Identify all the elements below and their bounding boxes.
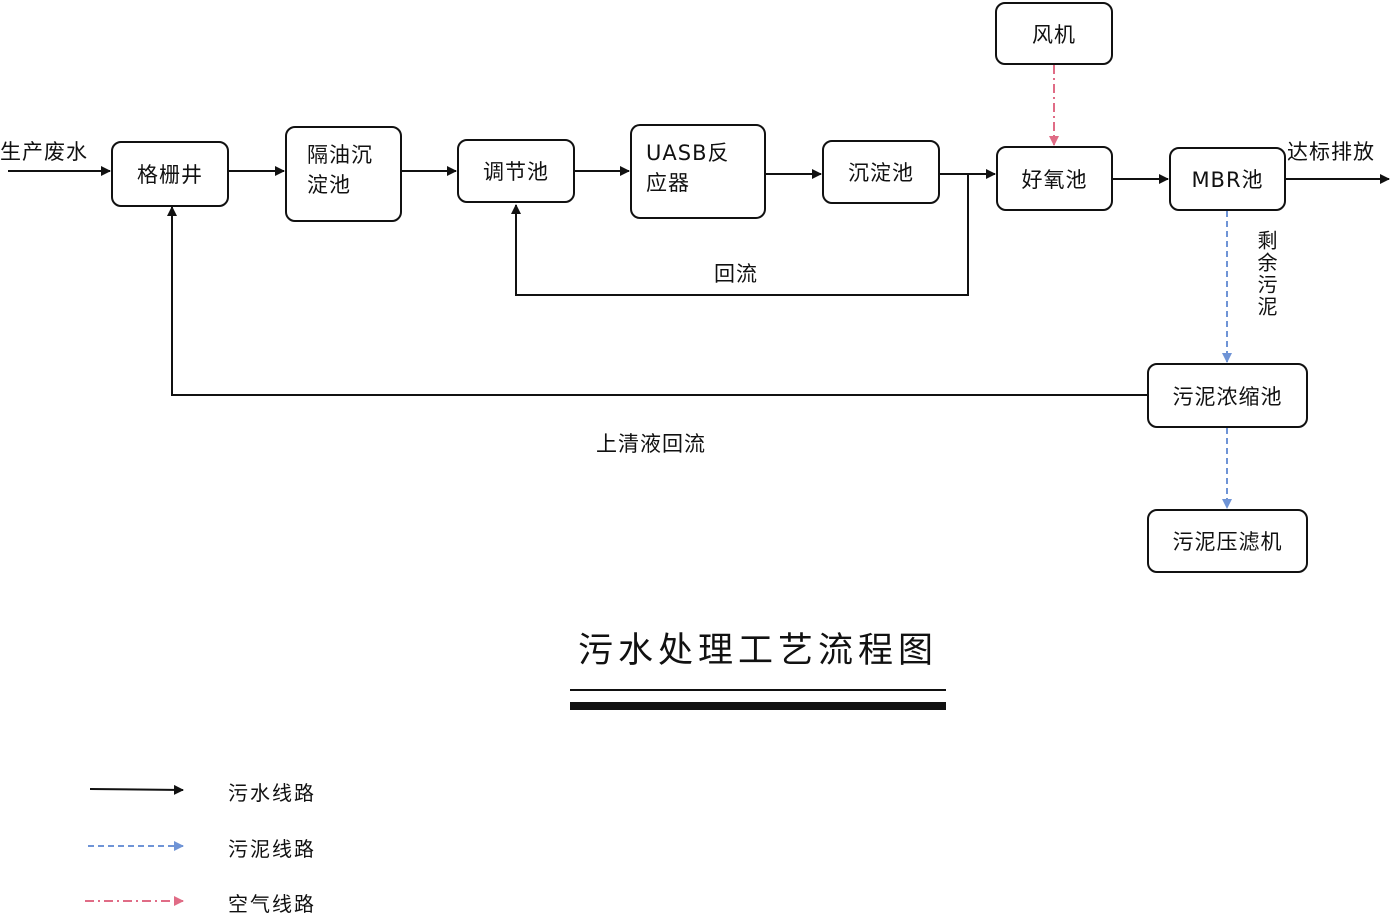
- node-fengji-label: 风机: [1032, 22, 1076, 47]
- legend-air-label: 空气线路: [228, 892, 316, 916]
- legend-sludge-label: 污泥线路: [228, 837, 316, 861]
- node-nongsuo-label: 污泥浓缩池: [1172, 384, 1283, 409]
- node-fengji: 风机: [995, 2, 1113, 65]
- node-yalv: 污泥压滤机: [1147, 509, 1308, 573]
- title-underline: [570, 689, 946, 710]
- node-chendian: 沉淀池: [822, 140, 940, 204]
- reflux-line: [511, 174, 969, 296]
- node-uasb: UASB反应器: [630, 124, 766, 219]
- output-label: 达标排放: [1287, 140, 1375, 164]
- supernatant-reflux-label: 上清液回流: [596, 432, 706, 456]
- node-geyou: 隔油沉淀池: [285, 126, 402, 222]
- node-tiaojie: 调节池: [457, 139, 575, 203]
- node-haoyang: 好氧池: [996, 146, 1113, 211]
- node-nongsuo: 污泥浓缩池: [1147, 363, 1308, 428]
- legend-sewage-label: 污水线路: [228, 781, 316, 805]
- legend-sewage-line: [89, 784, 184, 795]
- node-geshanjing: 格栅井: [111, 141, 229, 207]
- node-tiaojie-label: 调节池: [483, 160, 549, 184]
- node-mbr: MBR池: [1169, 147, 1286, 211]
- diagram-title: 污水处理工艺流程图: [577, 631, 938, 671]
- reflux-label: 回流: [714, 262, 758, 286]
- input-label: 生产废水: [0, 140, 88, 164]
- node-mbr-label: MBR池: [1191, 168, 1264, 192]
- node-geshanjing-label: 格栅井: [137, 163, 203, 187]
- excess-sludge-label: 剩余污泥: [1254, 230, 1278, 318]
- node-geyou-label: 隔油沉淀池: [307, 143, 373, 197]
- node-uasb-label: UASB反应器: [646, 141, 730, 195]
- supernatant-reflux-line: [167, 206, 1147, 396]
- legend-lines: [85, 784, 184, 906]
- node-haoyang-label: 好氧池: [1021, 167, 1088, 192]
- node-yalv-label: 污泥压滤机: [1172, 530, 1283, 554]
- node-chendian-label: 沉淀池: [848, 161, 914, 185]
